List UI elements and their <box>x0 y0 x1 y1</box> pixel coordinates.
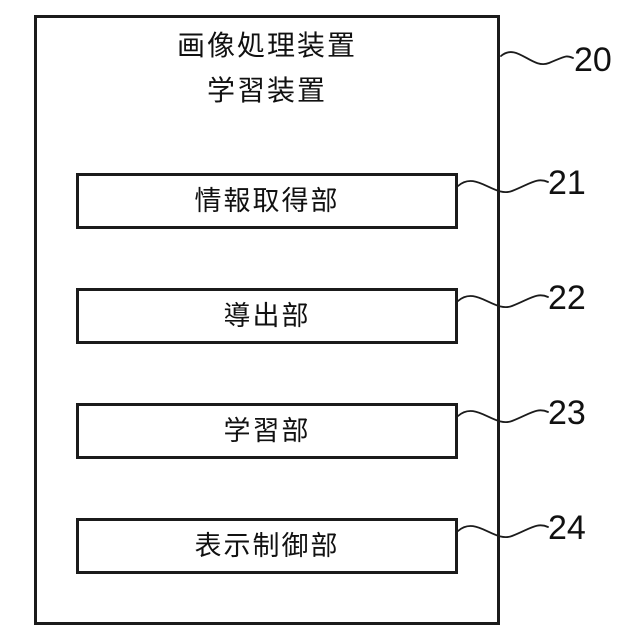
block-label: 学習部 <box>223 415 311 446</box>
block-learning: 学習部 <box>76 403 458 459</box>
block-information-acquisition: 情報取得部 <box>76 173 458 229</box>
lead-line-20 <box>500 51 574 66</box>
ref-numeral-23: 23 <box>548 394 586 432</box>
ref-numeral-20: 20 <box>574 41 612 79</box>
block-label: 情報取得部 <box>194 185 340 216</box>
ref-numeral-24: 24 <box>548 509 586 547</box>
device-title-line2: 学習装置 <box>206 75 327 106</box>
ref-numeral-22: 22 <box>548 279 586 317</box>
device-title-line1: 画像処理装置 <box>176 30 357 61</box>
block-display-control: 表示制御部 <box>76 518 458 574</box>
block-derivation: 導出部 <box>76 288 458 344</box>
block-label: 導出部 <box>223 300 311 331</box>
ref-numeral-21: 21 <box>548 164 586 202</box>
block-label: 表示制御部 <box>194 530 340 561</box>
